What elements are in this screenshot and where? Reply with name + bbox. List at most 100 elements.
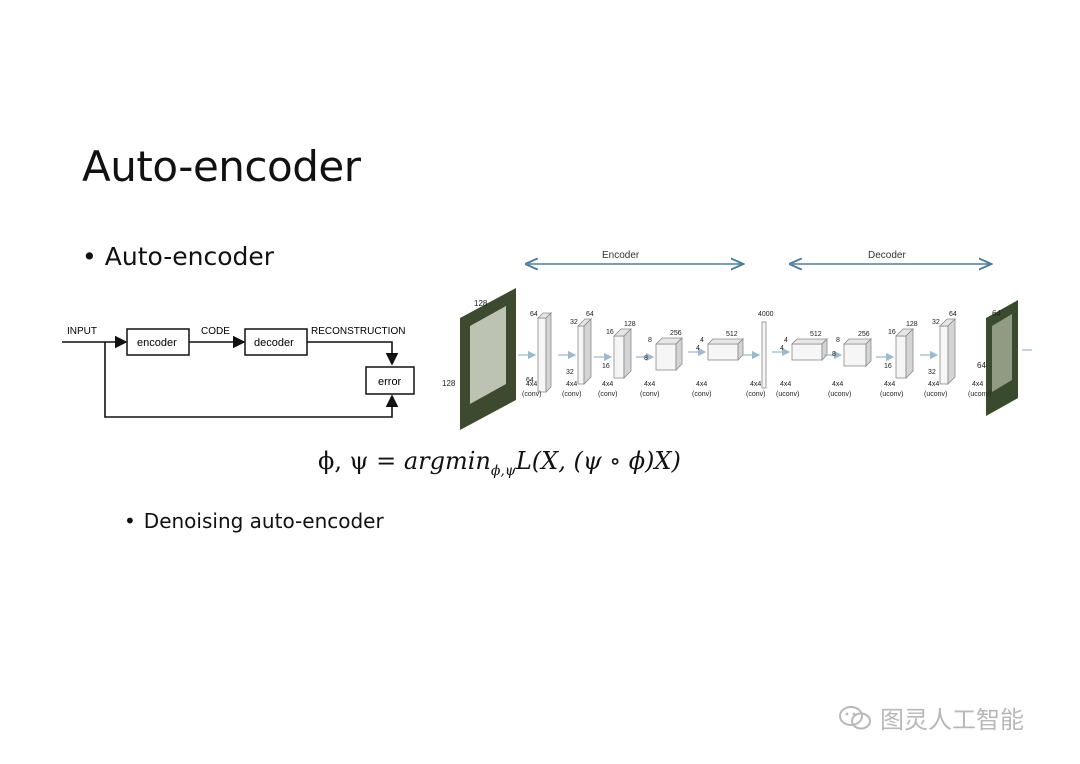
layer-block-front (707, 343, 739, 361)
layer-dim-top: 8 (648, 337, 652, 344)
bullet-text: Auto-encoder (104, 242, 275, 271)
layer-dim-side: 32 (566, 369, 574, 376)
layer-dim-top: 16 (888, 329, 896, 336)
formula-op: argmin (403, 447, 491, 475)
watermark-text: 图灵人工智能 (880, 706, 1024, 734)
decoder-box (244, 328, 308, 356)
error-box (365, 366, 415, 395)
layer-dim-top: 4 (700, 337, 704, 344)
bullet-dot: • (82, 242, 97, 271)
reconstruction-arrow (307, 341, 399, 366)
layer-op: 4x4 (696, 381, 707, 388)
layer-type: (uconv) (968, 391, 991, 398)
layer-block-side (905, 328, 914, 379)
layer-block-top (707, 338, 744, 345)
layer-type: (conv) (562, 391, 581, 398)
formula-lhs: ϕ, ψ = (318, 447, 404, 475)
layer-dim-side: 4 (696, 345, 700, 352)
layer-type: (conv) (692, 391, 711, 398)
layer-dim-top: 32 (570, 319, 578, 326)
output-image-highlight (992, 314, 1012, 392)
layer-block-top (791, 338, 828, 345)
layer-dim-side: 64 (526, 377, 534, 384)
layer-type: (conv) (598, 391, 617, 398)
encoder-span-label: Encoder (602, 250, 640, 261)
layer-dim-top: 8 (836, 337, 840, 344)
bullet-auto-encoder: •Auto-encoder (82, 242, 274, 271)
encoder-label: encoder (137, 337, 177, 349)
layer-channels: 64 (949, 311, 957, 318)
formula-rhs: L(X, (ψ ∘ ϕ)X) (515, 447, 681, 475)
formula-sub: ϕ,ψ (490, 462, 516, 479)
bottleneck-label: 4000 (758, 311, 774, 318)
layer-op: 4x4 (928, 381, 939, 388)
layer-block-side (623, 328, 632, 379)
bullet-text: Denoising auto-encoder (143, 509, 384, 533)
layer-op: 4x4 (780, 381, 791, 388)
layer-channels: 256 (858, 331, 870, 338)
input-size-side-label: 128 (442, 379, 456, 388)
bullet-dot: • (124, 509, 136, 533)
layer-op: 4x4 (644, 381, 655, 388)
layer-dim-top: 4 (784, 337, 788, 344)
input-size-label: 128 (474, 299, 488, 308)
layer-type: (uconv) (776, 391, 799, 398)
layer-op: 4x4 (526, 381, 537, 388)
watermark: 图灵人工智能 (838, 700, 1024, 735)
decoder-label: decoder (254, 337, 294, 349)
layer-channels: 128 (624, 321, 636, 328)
objective-formula: ϕ, ψ = argminϕ,ψL(X, (ψ ∘ ϕ)X) (318, 447, 681, 479)
error-label: error (378, 376, 402, 388)
output-size-label: 64 (992, 309, 1001, 318)
output-size-side-label: 64 (977, 361, 986, 370)
layer-op: 4x4 (750, 381, 761, 388)
layer-block-front (577, 325, 585, 385)
layer-block-front (613, 335, 625, 379)
layer-channels: 128 (906, 321, 918, 328)
layer-dim-top: 64 (530, 311, 538, 318)
layer-block-side (675, 337, 683, 371)
layer-op: 4x4 (566, 381, 577, 388)
layer-channels: 512 (726, 331, 738, 338)
layer-block-front (655, 343, 677, 371)
slide-title: Auto-encoder (82, 142, 361, 191)
input-image-highlight (470, 306, 506, 404)
layer-type: (uconv) (828, 391, 851, 398)
layer-dim-side: 16 (602, 363, 610, 370)
input-label: INPUT (67, 326, 97, 337)
layer-type: (uconv) (880, 391, 903, 398)
layer-block-front (843, 343, 867, 367)
layer-block-front (791, 343, 823, 361)
layer-block-side (947, 318, 956, 385)
bullet-denoising: • Denoising auto-encoder (124, 509, 384, 533)
layer-op: 4x4 (602, 381, 613, 388)
layer-dim-side: 8 (644, 355, 648, 362)
decoder-span-label: Decoder (868, 250, 906, 261)
layer-op: 4x4 (832, 381, 843, 388)
reconstruction-label: RECONSTRUCTION (311, 326, 405, 337)
layer-type: (conv) (640, 391, 659, 398)
feedback-arrow (104, 342, 399, 418)
layer-dim-top: 32 (932, 319, 940, 326)
layer-op: 4x4 (972, 381, 983, 388)
layer-block-front (939, 325, 949, 385)
network-layers: 64644x4(conv)3264324x4(conv)16128164x4(c… (518, 311, 991, 398)
layer-op: 4x4 (884, 381, 895, 388)
layer-dim-top: 16 (606, 329, 614, 336)
layer-block-front (537, 317, 547, 393)
layer-type: (conv) (522, 391, 541, 398)
layer-block-side (583, 318, 592, 385)
code-label: CODE (201, 326, 230, 337)
layer-block-front (761, 321, 767, 389)
layer-channels: 512 (810, 331, 822, 338)
wechat-icon (839, 705, 871, 729)
layer-type: (conv) (746, 391, 765, 398)
layer-channels: 64 (586, 311, 594, 318)
layer-dim-side: 16 (884, 363, 892, 370)
layer-block-side (545, 312, 552, 393)
layer-block-front (895, 335, 907, 379)
layer-dim-side: 8 (832, 351, 836, 358)
layer-block-side (865, 338, 872, 367)
layer-type: (uconv) (924, 391, 947, 398)
